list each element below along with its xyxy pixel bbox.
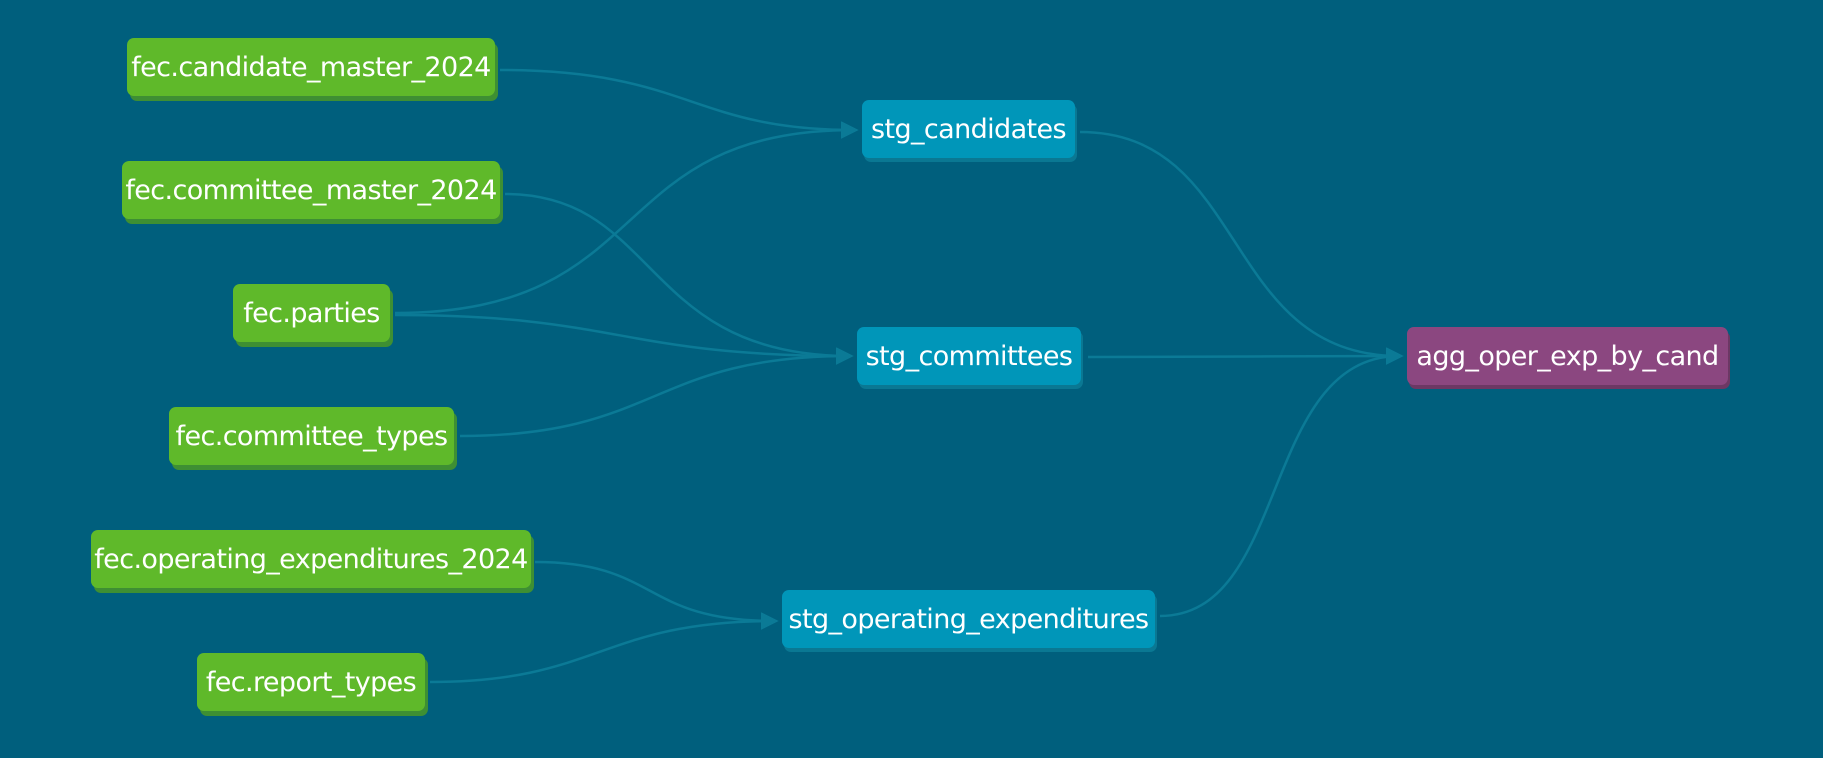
- edge-operating-expenditures-to-stg-oper-exp: [534, 560, 779, 630]
- node-source-parties[interactable]: fec.parties: [233, 284, 390, 342]
- node-stg-candidates[interactable]: stg_candidates: [862, 100, 1075, 158]
- node-source-committee-master[interactable]: fec.committee_master_2024: [122, 161, 500, 219]
- edge-parties-to-stg-candidates: [394, 121, 859, 315]
- edge-report-types-to-stg-oper-exp: [429, 612, 779, 684]
- edge-candidate-master-to-stg-candidates: [499, 68, 859, 139]
- node-source-candidate-master[interactable]: fec.candidate_master_2024: [127, 38, 495, 96]
- edge-committee-types-to-stg-committees: [459, 347, 854, 438]
- edge-parties-to-stg-committees: [394, 313, 854, 365]
- edge-stg-committees-to-agg: [1087, 347, 1404, 365]
- edge-stg-candidates-to-agg: [1079, 130, 1404, 365]
- node-agg-oper-exp-by-cand[interactable]: agg_oper_exp_by_cand: [1407, 327, 1728, 385]
- node-stg-committees[interactable]: stg_committees: [857, 327, 1081, 385]
- node-source-operating-expenditures[interactable]: fec.operating_expenditures_2024: [91, 530, 531, 588]
- edge-committee-master-to-stg-committees: [504, 192, 854, 365]
- node-source-report-types[interactable]: fec.report_types: [197, 653, 425, 711]
- node-stg-operating-expenditures[interactable]: stg_operating_expenditures: [782, 590, 1155, 648]
- node-source-committee-types[interactable]: fec.committee_types: [169, 407, 454, 465]
- edge-stg-oper-exp-to-agg: [1159, 347, 1404, 618]
